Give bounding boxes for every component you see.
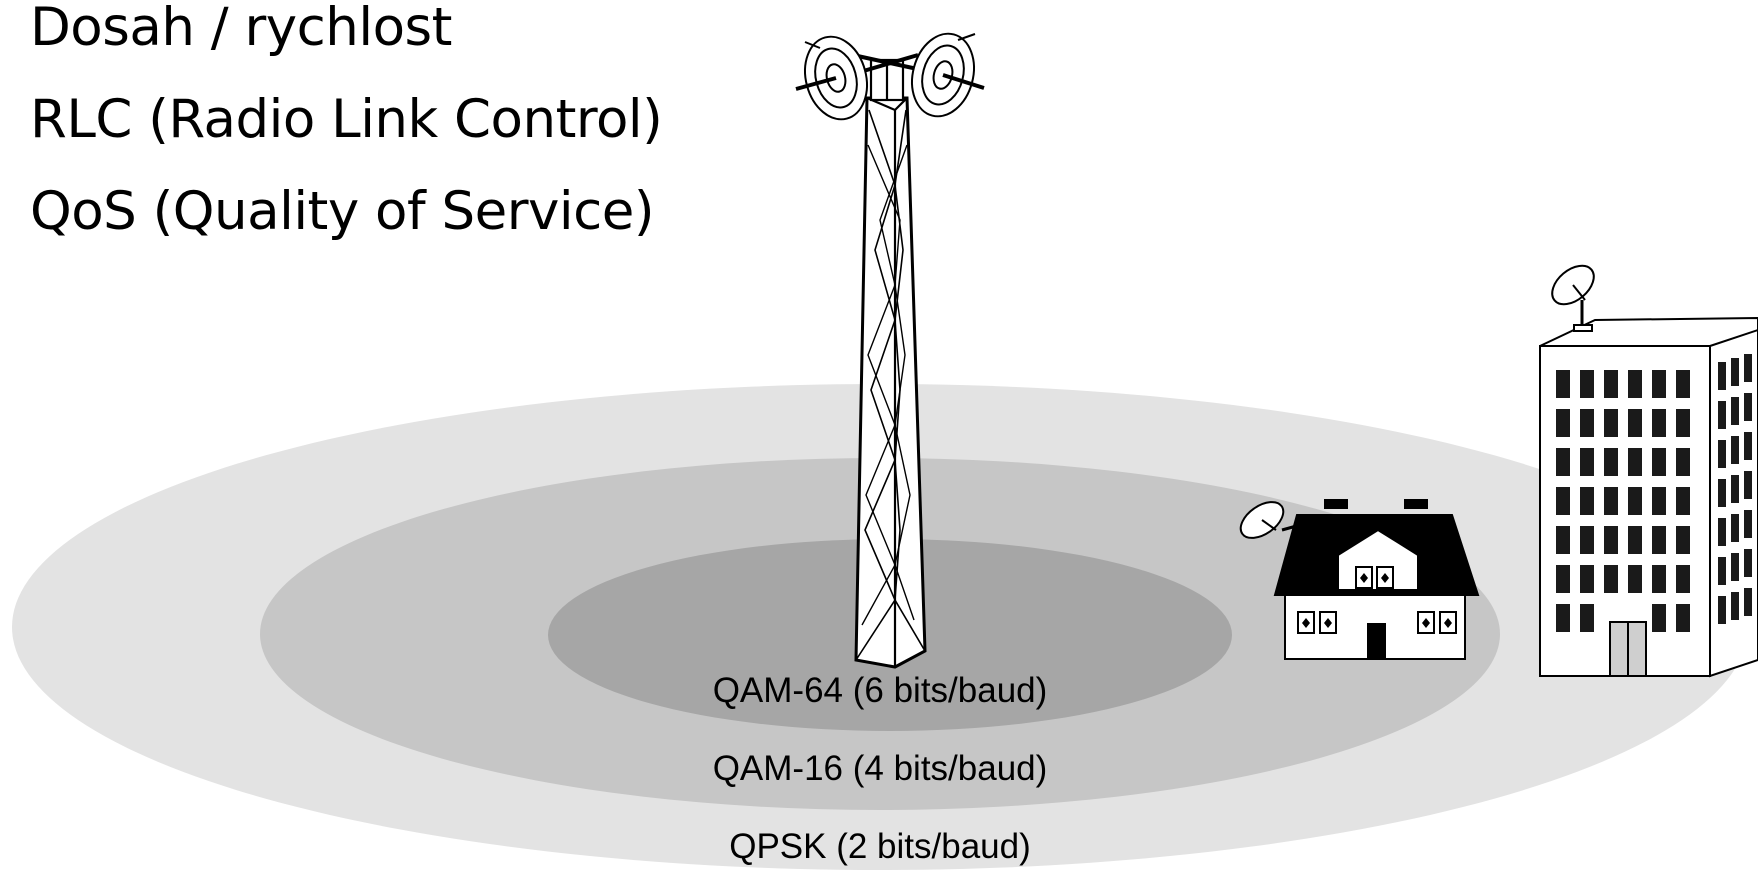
building-window: [1676, 370, 1690, 398]
zone-label-qpsk: QPSK (2 bits/baud): [729, 827, 1031, 866]
building-window: [1718, 596, 1726, 624]
house-icon: [1273, 499, 1480, 660]
bullet-qos: QoS (Quality of Service): [30, 181, 655, 242]
building-window: [1556, 487, 1570, 515]
building-window: [1718, 518, 1726, 546]
building-window: [1556, 526, 1570, 554]
building-window: [1580, 604, 1594, 632]
building-window: [1676, 448, 1690, 476]
building-window: [1731, 436, 1739, 464]
building-window: [1744, 588, 1752, 616]
building-window: [1580, 565, 1594, 593]
building-window: [1731, 475, 1739, 503]
building-window: [1652, 487, 1666, 515]
zone-label-qam64: QAM-64 (6 bits/baud): [713, 671, 1048, 710]
bullet-range-speed: Dosah / rychlost: [30, 0, 452, 58]
building-window: [1676, 487, 1690, 515]
building-window: [1628, 370, 1642, 398]
satellite-dish-icon: [1551, 264, 1595, 306]
building-window: [1731, 397, 1739, 425]
building-window: [1744, 549, 1752, 577]
building-window: [1604, 487, 1618, 515]
building-window: [1744, 393, 1752, 421]
building-window: [1628, 565, 1642, 593]
building-window: [1604, 565, 1618, 593]
satellite-dish-icon: [795, 35, 868, 121]
building-window: [1731, 514, 1739, 542]
building-window: [1604, 370, 1618, 398]
building-window: [1556, 370, 1570, 398]
building-window: [1718, 479, 1726, 507]
building-window: [1556, 448, 1570, 476]
building-window: [1718, 362, 1726, 390]
building-window: [1744, 432, 1752, 460]
building-window: [1676, 526, 1690, 554]
building-window: [1652, 526, 1666, 554]
building-window: [1652, 448, 1666, 476]
building-window: [1580, 409, 1594, 437]
building-window: [1556, 409, 1570, 437]
building-window: [1676, 565, 1690, 593]
building-window: [1556, 565, 1570, 593]
building-window: [1628, 409, 1642, 437]
building-window: [1580, 487, 1594, 515]
building-window: [1628, 448, 1642, 476]
building-window: [1744, 510, 1752, 538]
bullet-list: Dosah / rychlost RLC (Radio Link Control…: [30, 0, 663, 258]
zone-label-qam16: QAM-16 (4 bits/baud): [713, 749, 1048, 788]
building-window: [1718, 557, 1726, 585]
building-window: [1604, 526, 1618, 554]
building-window: [1676, 409, 1690, 437]
building-window: [1718, 440, 1726, 468]
building-window: [1652, 409, 1666, 437]
building-window: [1628, 526, 1642, 554]
satellite-dish-icon: [911, 32, 985, 118]
bullet-rlc: RLC (Radio Link Control): [30, 89, 663, 150]
building-window: [1731, 553, 1739, 581]
building-windows: [1556, 354, 1752, 632]
building-window: [1604, 409, 1618, 437]
building-window: [1744, 354, 1752, 382]
building-window: [1652, 604, 1666, 632]
building-window: [1731, 358, 1739, 386]
satellite-dish-icon: [1239, 501, 1285, 539]
building-window: [1652, 370, 1666, 398]
building-window: [1676, 604, 1690, 632]
building-window: [1580, 448, 1594, 476]
building-window: [1580, 370, 1594, 398]
building-window: [1556, 604, 1570, 632]
building-window: [1744, 471, 1752, 499]
building-window: [1731, 592, 1739, 620]
building-window: [1652, 565, 1666, 593]
building-window: [1580, 526, 1594, 554]
building-window: [1604, 448, 1618, 476]
radio-tower-icon: [852, 53, 927, 669]
building-window: [1718, 401, 1726, 429]
building-window: [1628, 487, 1642, 515]
